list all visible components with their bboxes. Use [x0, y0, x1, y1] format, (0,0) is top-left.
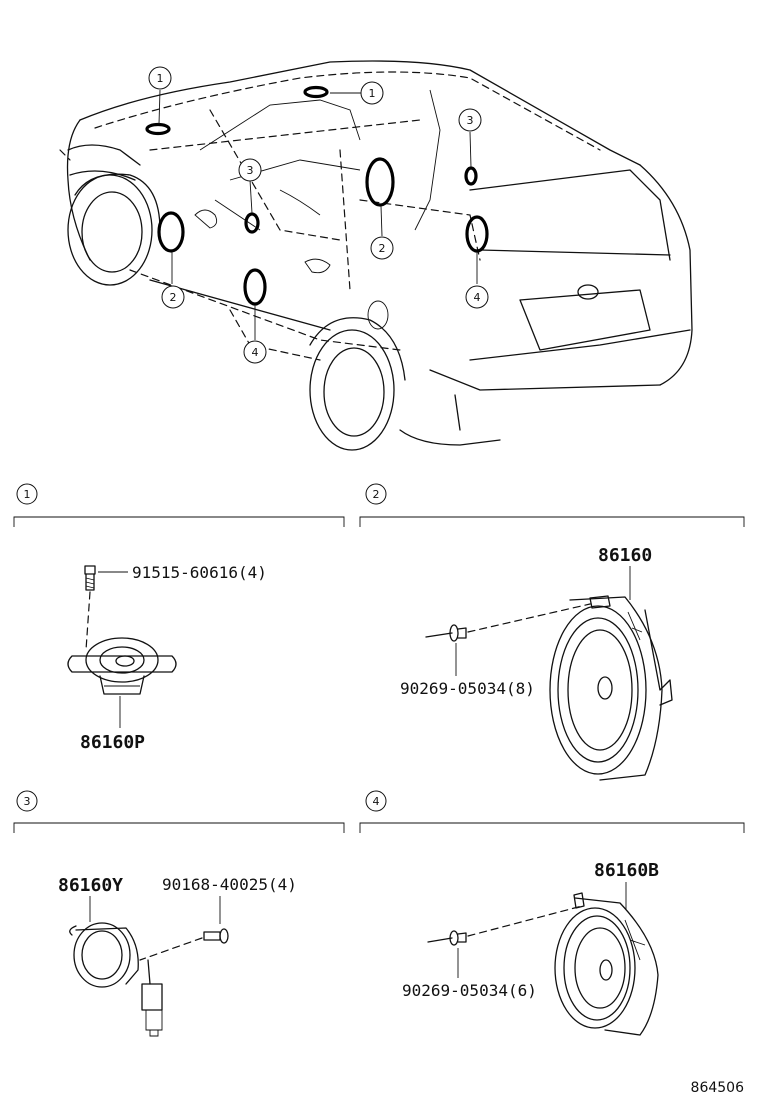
part-86160: 86160	[598, 545, 652, 566]
screw-icon	[84, 565, 96, 591]
svg-text:4: 4	[252, 346, 259, 359]
tweeter-86160p-illustration	[67, 637, 177, 695]
callout-1-front: 1	[148, 66, 172, 90]
door-speaker-86160-illustration	[549, 595, 673, 781]
section-3: 3 86160Y 90168-40025(4)	[13, 790, 345, 1037]
speaker-1-front-location	[145, 122, 171, 136]
svg-text:3: 3	[467, 114, 474, 127]
speaker-2-front-location	[157, 211, 185, 253]
section-3-label: 3	[24, 795, 31, 808]
svg-text:3: 3	[247, 164, 254, 177]
svg-text:1: 1	[369, 87, 376, 100]
section-4-label: 4	[373, 795, 380, 808]
svg-text:4: 4	[474, 291, 481, 304]
callout-3-front: 3	[238, 158, 262, 182]
part-90269-05034-6: 90269-05034(6)	[402, 981, 537, 1000]
speaker-4-front-location	[243, 268, 267, 306]
speaker-86160y-illustration	[69, 922, 163, 1037]
speaker-4-rear-location	[465, 215, 489, 253]
section-2-label: 2	[373, 488, 380, 501]
section-1: 1 91515-60616(4) 86160P	[13, 483, 345, 753]
svg-text:2: 2	[170, 291, 177, 304]
svg-text:2: 2	[379, 242, 386, 255]
part-86160b: 86160B	[594, 860, 659, 881]
speaker-1-rear-location	[303, 85, 329, 99]
part-86160y: 86160Y	[58, 875, 123, 896]
screw-icon	[203, 928, 229, 944]
part-90269-05034-8: 90269-05034(8)	[400, 679, 535, 698]
callout-1-rear: 1	[360, 81, 384, 105]
speaker-3-rear-location	[464, 166, 478, 186]
callout-3-rear: 3	[458, 108, 482, 132]
door-speaker-86160b-illustration	[554, 892, 659, 1036]
speaker-3-front-location	[244, 212, 260, 234]
svg-text:1: 1	[157, 72, 164, 85]
rivet-icon	[427, 930, 467, 946]
section-4: 4 86160B 90269-05034(6)	[359, 790, 745, 1036]
callout-4-rear: 4	[465, 285, 489, 309]
callout-4-front: 4	[243, 340, 267, 364]
section-2: 2 86160 90269-05034(8)	[359, 483, 745, 781]
speaker-2-rear-location	[365, 157, 395, 207]
callout-2-rear: 2	[370, 236, 394, 260]
car-illustration: 1 1 2 2 3 3 4 4	[59, 60, 693, 451]
part-91515-60616: 91515-60616(4)	[132, 563, 267, 582]
callout-2-front: 2	[161, 285, 185, 309]
rivet-icon	[425, 624, 467, 642]
diagram-code: 864506	[691, 1080, 745, 1096]
section-1-label: 1	[24, 488, 31, 501]
part-86160p: 86160P	[80, 732, 145, 753]
part-90168-40025: 90168-40025(4)	[162, 875, 297, 894]
